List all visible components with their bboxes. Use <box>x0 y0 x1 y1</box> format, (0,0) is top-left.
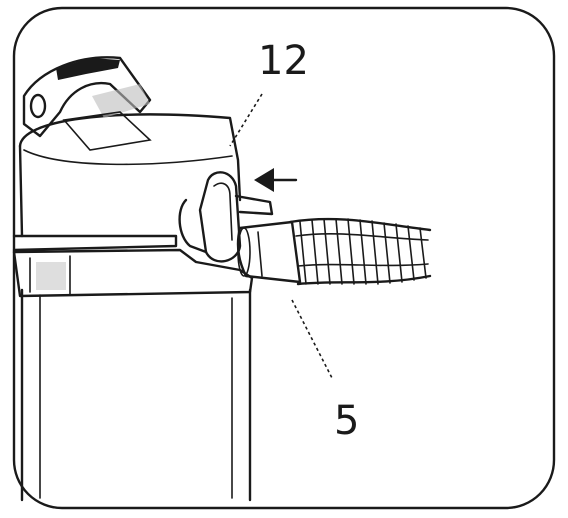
callout-number-12: 12 <box>258 38 309 84</box>
leader-line-5 <box>291 299 333 379</box>
left-arrow-icon <box>254 168 298 192</box>
corrugated-hose <box>288 217 432 286</box>
callout-number-5: 5 <box>334 398 359 444</box>
hose-connector <box>236 220 302 284</box>
vacuum-body <box>12 56 254 502</box>
carry-handle <box>22 56 152 151</box>
latch-clip <box>178 171 274 263</box>
leader-line-12 <box>229 93 263 147</box>
